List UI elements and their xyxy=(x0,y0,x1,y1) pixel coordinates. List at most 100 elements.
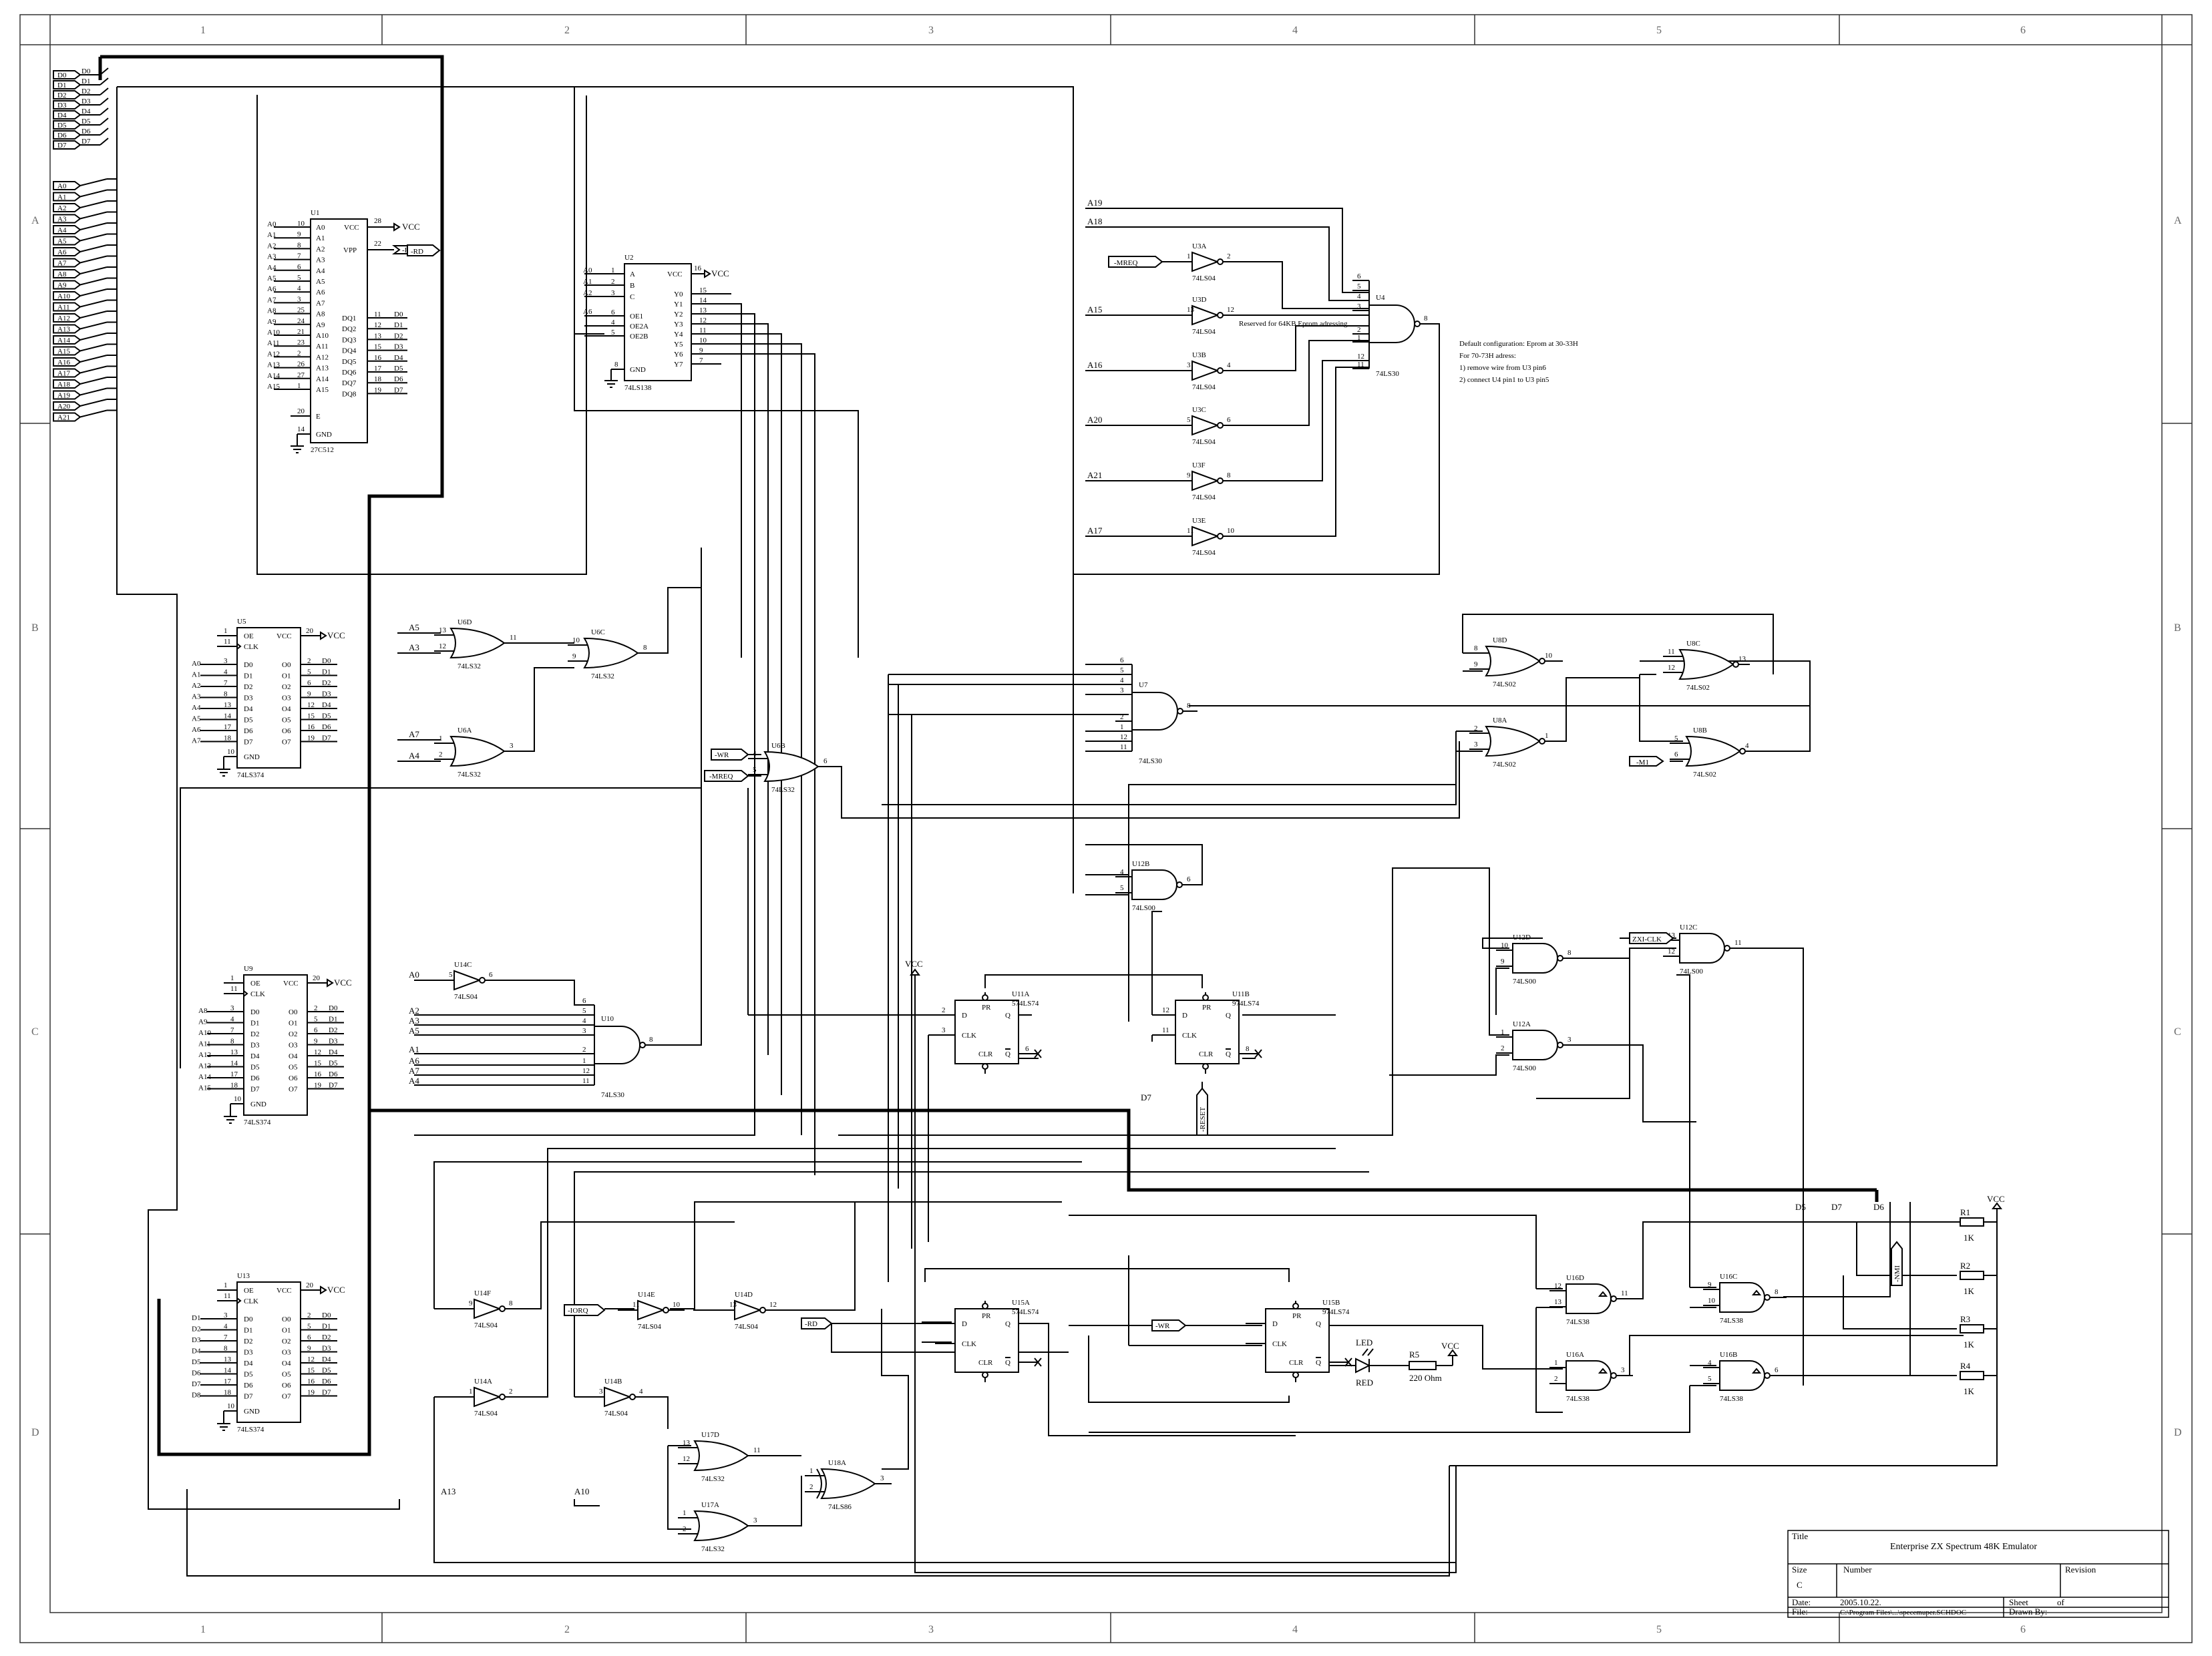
r5-value: 220 Ohm xyxy=(1409,1373,1442,1383)
port-a3: A3 xyxy=(53,211,117,224)
u13-d-pin: D4 xyxy=(244,1360,253,1368)
u1-pin-name: A6 xyxy=(316,288,325,296)
u9-d-pin: D2 xyxy=(250,1030,259,1038)
u16d-pin-a: 12 xyxy=(1554,1282,1561,1290)
u9-vcc-num: 20 xyxy=(313,974,321,982)
u16d-part: 74LS38 xyxy=(1566,1318,1590,1326)
port-rd-2-label: -RD xyxy=(805,1320,817,1328)
port-a17-label: A17 xyxy=(57,370,70,378)
u1-pin-name: DQ3 xyxy=(342,336,357,344)
net-d7: D7 xyxy=(1141,1092,1151,1102)
u5-out-net: D2 xyxy=(322,679,331,687)
port-a2-label: A2 xyxy=(57,204,66,212)
u1-net: A13 xyxy=(267,361,280,369)
number-label: Number xyxy=(1843,1565,1872,1575)
u6d-pin-a: 13 xyxy=(439,626,447,634)
u8b-pin-out: 4 xyxy=(1745,742,1749,750)
port-d0-net: D0 xyxy=(81,67,91,75)
zone-col-top: 5 xyxy=(1656,25,1662,36)
u13-d-pin: D1 xyxy=(244,1327,252,1335)
u9-part: 74LS374 xyxy=(244,1118,271,1126)
u6c-part: 74LS32 xyxy=(591,672,614,680)
u9-d-pin: D0 xyxy=(250,1008,260,1016)
u3a-pin-in: 1 xyxy=(1187,252,1191,260)
port-d4-net: D4 xyxy=(81,108,91,116)
u1-net: A5 xyxy=(267,274,276,282)
u14a-part: 74LS04 xyxy=(474,1410,498,1418)
wires xyxy=(98,55,1998,1577)
sheet-of-label: of xyxy=(2057,1597,2065,1607)
port-a13: A13 xyxy=(53,321,117,334)
u5-in-net: A3 xyxy=(192,693,201,701)
u1-pin-num: 27 xyxy=(297,371,305,379)
u4-pin: 12 xyxy=(1357,353,1364,361)
u5-d-pin: D5 xyxy=(244,716,253,724)
u6d-ref: U6D xyxy=(457,618,472,626)
u13-o-num: 15 xyxy=(307,1367,315,1375)
zone-col-bottom: 6 xyxy=(2020,1624,2026,1635)
u1-net: A3 xyxy=(267,253,276,261)
u4-pin: 1 xyxy=(1357,334,1361,342)
u8a-pin-b: 3 xyxy=(1474,741,1478,749)
u2-pin-name: C xyxy=(630,293,634,301)
u1-pin-num: 2 xyxy=(297,349,301,357)
port-a6: A6 xyxy=(53,244,117,256)
u10-pin: 1 xyxy=(582,1057,586,1065)
u11b-d-num: 12 xyxy=(1162,1006,1169,1014)
u9-clk-num: 11 xyxy=(230,985,238,993)
u8d-pin-out: 10 xyxy=(1545,652,1553,660)
port-a11: A11 xyxy=(53,299,117,312)
u1-pin-num: 13 xyxy=(374,332,382,340)
u8a-pin-out: 1 xyxy=(1545,732,1549,740)
port-nmi: -NMI xyxy=(1891,1241,1903,1286)
u13-o-pin: O0 xyxy=(282,1315,291,1323)
u11a-pr: PR xyxy=(982,1004,991,1012)
u9-in-net: A13 xyxy=(198,1062,211,1070)
port-d5-label: D5 xyxy=(57,122,67,130)
port-a5: A5 xyxy=(53,233,117,246)
u3d-part: 74LS04 xyxy=(1192,328,1216,336)
u9-d-num: 7 xyxy=(230,1026,234,1034)
port-a16-label: A16 xyxy=(57,359,70,367)
u1-net: A6 xyxy=(267,285,276,293)
port-wr-2: -WR xyxy=(1151,1319,1187,1331)
u9-in-net: A14 xyxy=(198,1073,211,1081)
u10-pin: 2 xyxy=(582,1046,586,1054)
u7-pin: 3 xyxy=(1120,686,1124,694)
u5-in-net: A0 xyxy=(192,660,201,668)
u9-o-pin: O5 xyxy=(289,1064,298,1072)
u11a-q: Q xyxy=(1005,1012,1010,1020)
u5-out-net: D3 xyxy=(322,690,331,698)
u14e-part: 74LS04 xyxy=(638,1323,661,1331)
net-a18: A18 xyxy=(1087,216,1102,226)
u5-d-num: 17 xyxy=(224,723,232,731)
u14f-ref: U14F xyxy=(474,1289,491,1297)
u1-pin-name: A13 xyxy=(316,365,329,373)
u1-pin-name: DQ7 xyxy=(342,379,357,387)
u2-pin-name: Y5 xyxy=(674,341,683,349)
zone-col-bottom: 5 xyxy=(1656,1624,1662,1635)
u2-vcc-net: VCC xyxy=(711,268,729,278)
u2-gnd-pin: GND xyxy=(630,366,646,374)
u16d-ref: U16D xyxy=(1566,1274,1584,1282)
r3-value: 1K xyxy=(1964,1339,1975,1350)
u13-o-pin: O5 xyxy=(282,1371,291,1379)
u9-o-pin: O1 xyxy=(289,1020,297,1028)
net-a17: A17 xyxy=(1087,526,1103,536)
u5-out-net: D6 xyxy=(322,723,331,731)
u1-net: D0 xyxy=(394,310,403,319)
u16a-part: 74LS38 xyxy=(1566,1395,1590,1403)
u9-d-num: 13 xyxy=(230,1048,238,1056)
u12c-pin-b: 12 xyxy=(1668,948,1675,956)
